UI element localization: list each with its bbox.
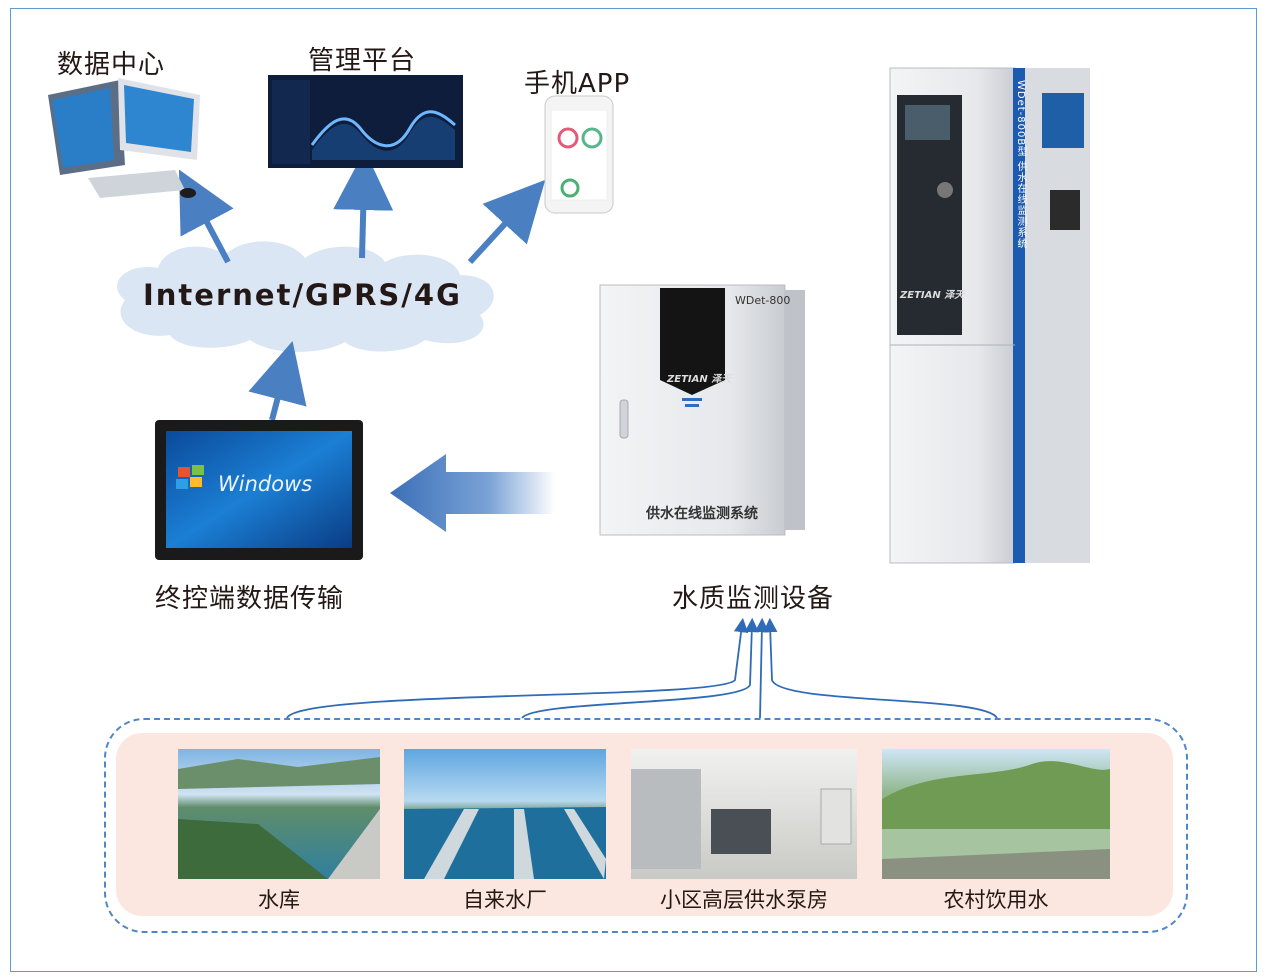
tall-cabinet-vertical-text: WDet-800B型 供水在线监测系统 <box>1015 80 1026 250</box>
source-connectors <box>286 617 998 719</box>
datacenter-label: 数据中心 <box>57 50 166 80</box>
windows-logo-text: Windows <box>218 472 313 496</box>
tall-cabinet-brand: ZETIAN 泽天 <box>900 290 965 301</box>
outer-frame <box>10 8 1257 972</box>
source-dashed-box <box>104 718 1188 933</box>
arrow-to-cloud <box>248 340 307 421</box>
big-transfer-arrow <box>390 454 555 532</box>
wall-cabinet-model: WDet-800 <box>735 294 791 307</box>
source-label-reservoir: 水库 <box>258 888 300 912</box>
arrow-to-datacenter <box>178 169 234 264</box>
wall-cabinet-icon <box>599 284 805 536</box>
pump-room-photo <box>631 749 857 879</box>
app-label: 手机APP <box>524 69 631 99</box>
terminal-screen-icon <box>155 420 363 560</box>
platform-dashboard-icon <box>268 75 463 168</box>
source-label-rural: 农村饮用水 <box>943 888 1049 912</box>
computer-icon <box>48 78 200 198</box>
phone-icon <box>544 95 614 214</box>
platform-label: 管理平台 <box>308 46 417 76</box>
arrow-to-platform <box>333 150 394 259</box>
rural-water-photo <box>882 749 1110 879</box>
terminal-label: 终控端数据传输 <box>155 584 345 614</box>
waterworks-photo <box>404 749 606 879</box>
network-label: Internet/GPRS/4G <box>143 278 462 312</box>
source-label-pump-room: 小区高层供水泵房 <box>660 888 828 912</box>
network-cloud <box>117 241 494 352</box>
source-label-waterworks: 自来水厂 <box>463 888 547 912</box>
wall-cabinet-brand: ZETIAN 泽天 <box>667 374 732 385</box>
reservoir-photo <box>178 749 380 879</box>
wall-cabinet-name: 供水在线监测系统 <box>646 506 758 522</box>
equipment-label: 水质监测设备 <box>672 584 835 614</box>
arrow-to-app <box>467 179 546 265</box>
tall-cabinet-icon <box>889 67 1090 564</box>
